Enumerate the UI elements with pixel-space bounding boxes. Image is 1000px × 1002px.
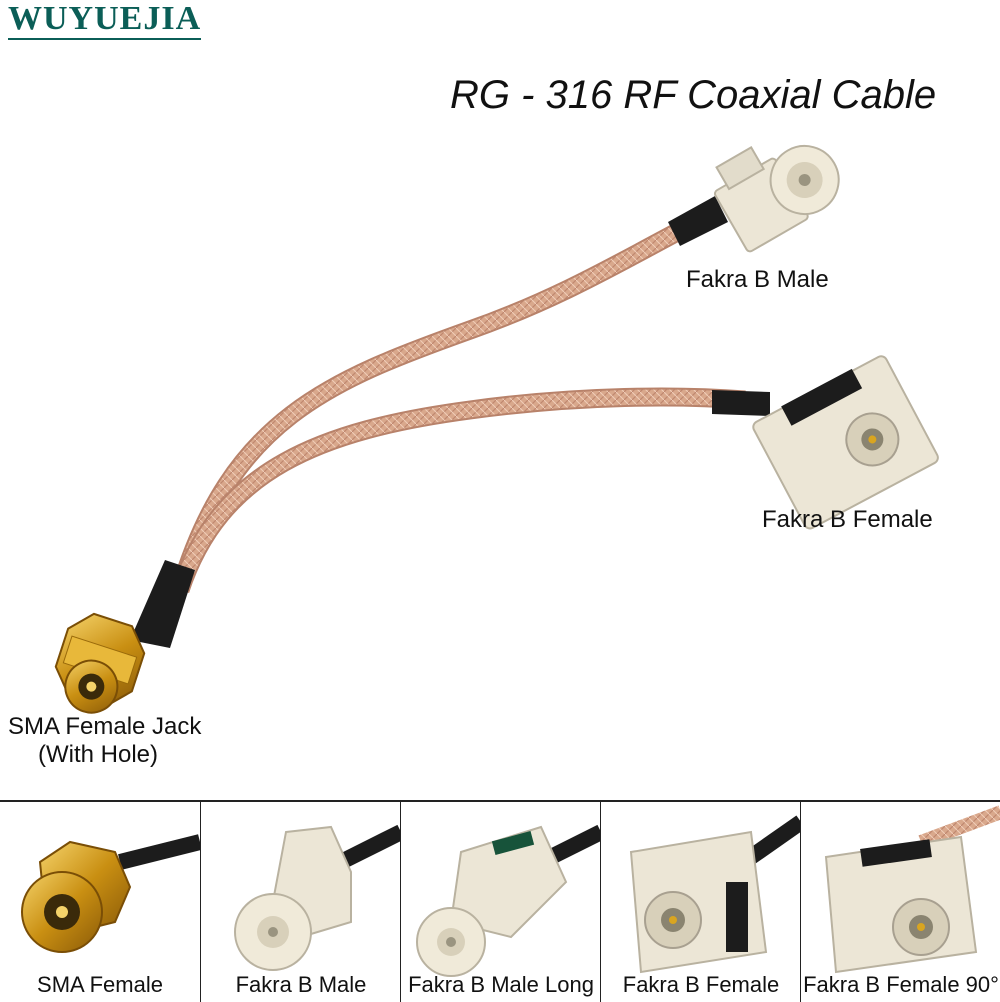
label-sma-line2: (With Hole)	[38, 741, 159, 768]
page-title: RG - 316 RF Coaxial Cable	[450, 73, 937, 117]
thumb-fakra-b-male: Fakra B Male	[200, 802, 401, 1002]
fakra-female-90-image	[824, 805, 1000, 974]
cable-assembly-photo	[54, 145, 939, 714]
fakra-female-connector	[752, 355, 939, 530]
fakra-male-connector	[713, 145, 840, 253]
label-fakra-female: Fakra B Female	[762, 506, 933, 533]
thumb-label: SMA Female	[37, 972, 163, 997]
thumb-label: Fakra B Female 90°	[803, 972, 999, 997]
thumb-label: Fakra B Male Long	[408, 972, 594, 997]
thumb-fakra-b-female: Fakra B Female	[600, 802, 801, 1002]
thumb-fakra-b-female-90: Fakra B Female 90°	[800, 802, 1000, 1002]
thumb-sma-female: SMA Female	[0, 802, 200, 1002]
connector-thumbnail-strip: SMA Female Fakra B Male Fakra B Male Lon…	[0, 800, 1000, 1002]
thumb-fakra-b-male-long: Fakra B Male Long	[400, 802, 601, 1002]
fakra-male-long-image	[416, 824, 601, 977]
thumb-label: Fakra B Male	[235, 972, 367, 997]
label-fakra-male: Fakra B Male	[686, 266, 829, 293]
brand-logo: WUYUEJIA	[8, 0, 202, 40]
label-sma-line1: SMA Female Jack	[8, 713, 202, 740]
fakra-female-image	[629, 815, 801, 974]
thumb-label: Fakra B Female	[622, 972, 780, 997]
sma-female-image	[21, 834, 200, 953]
fakra-male-image	[234, 824, 401, 971]
sma-connector	[54, 612, 146, 714]
